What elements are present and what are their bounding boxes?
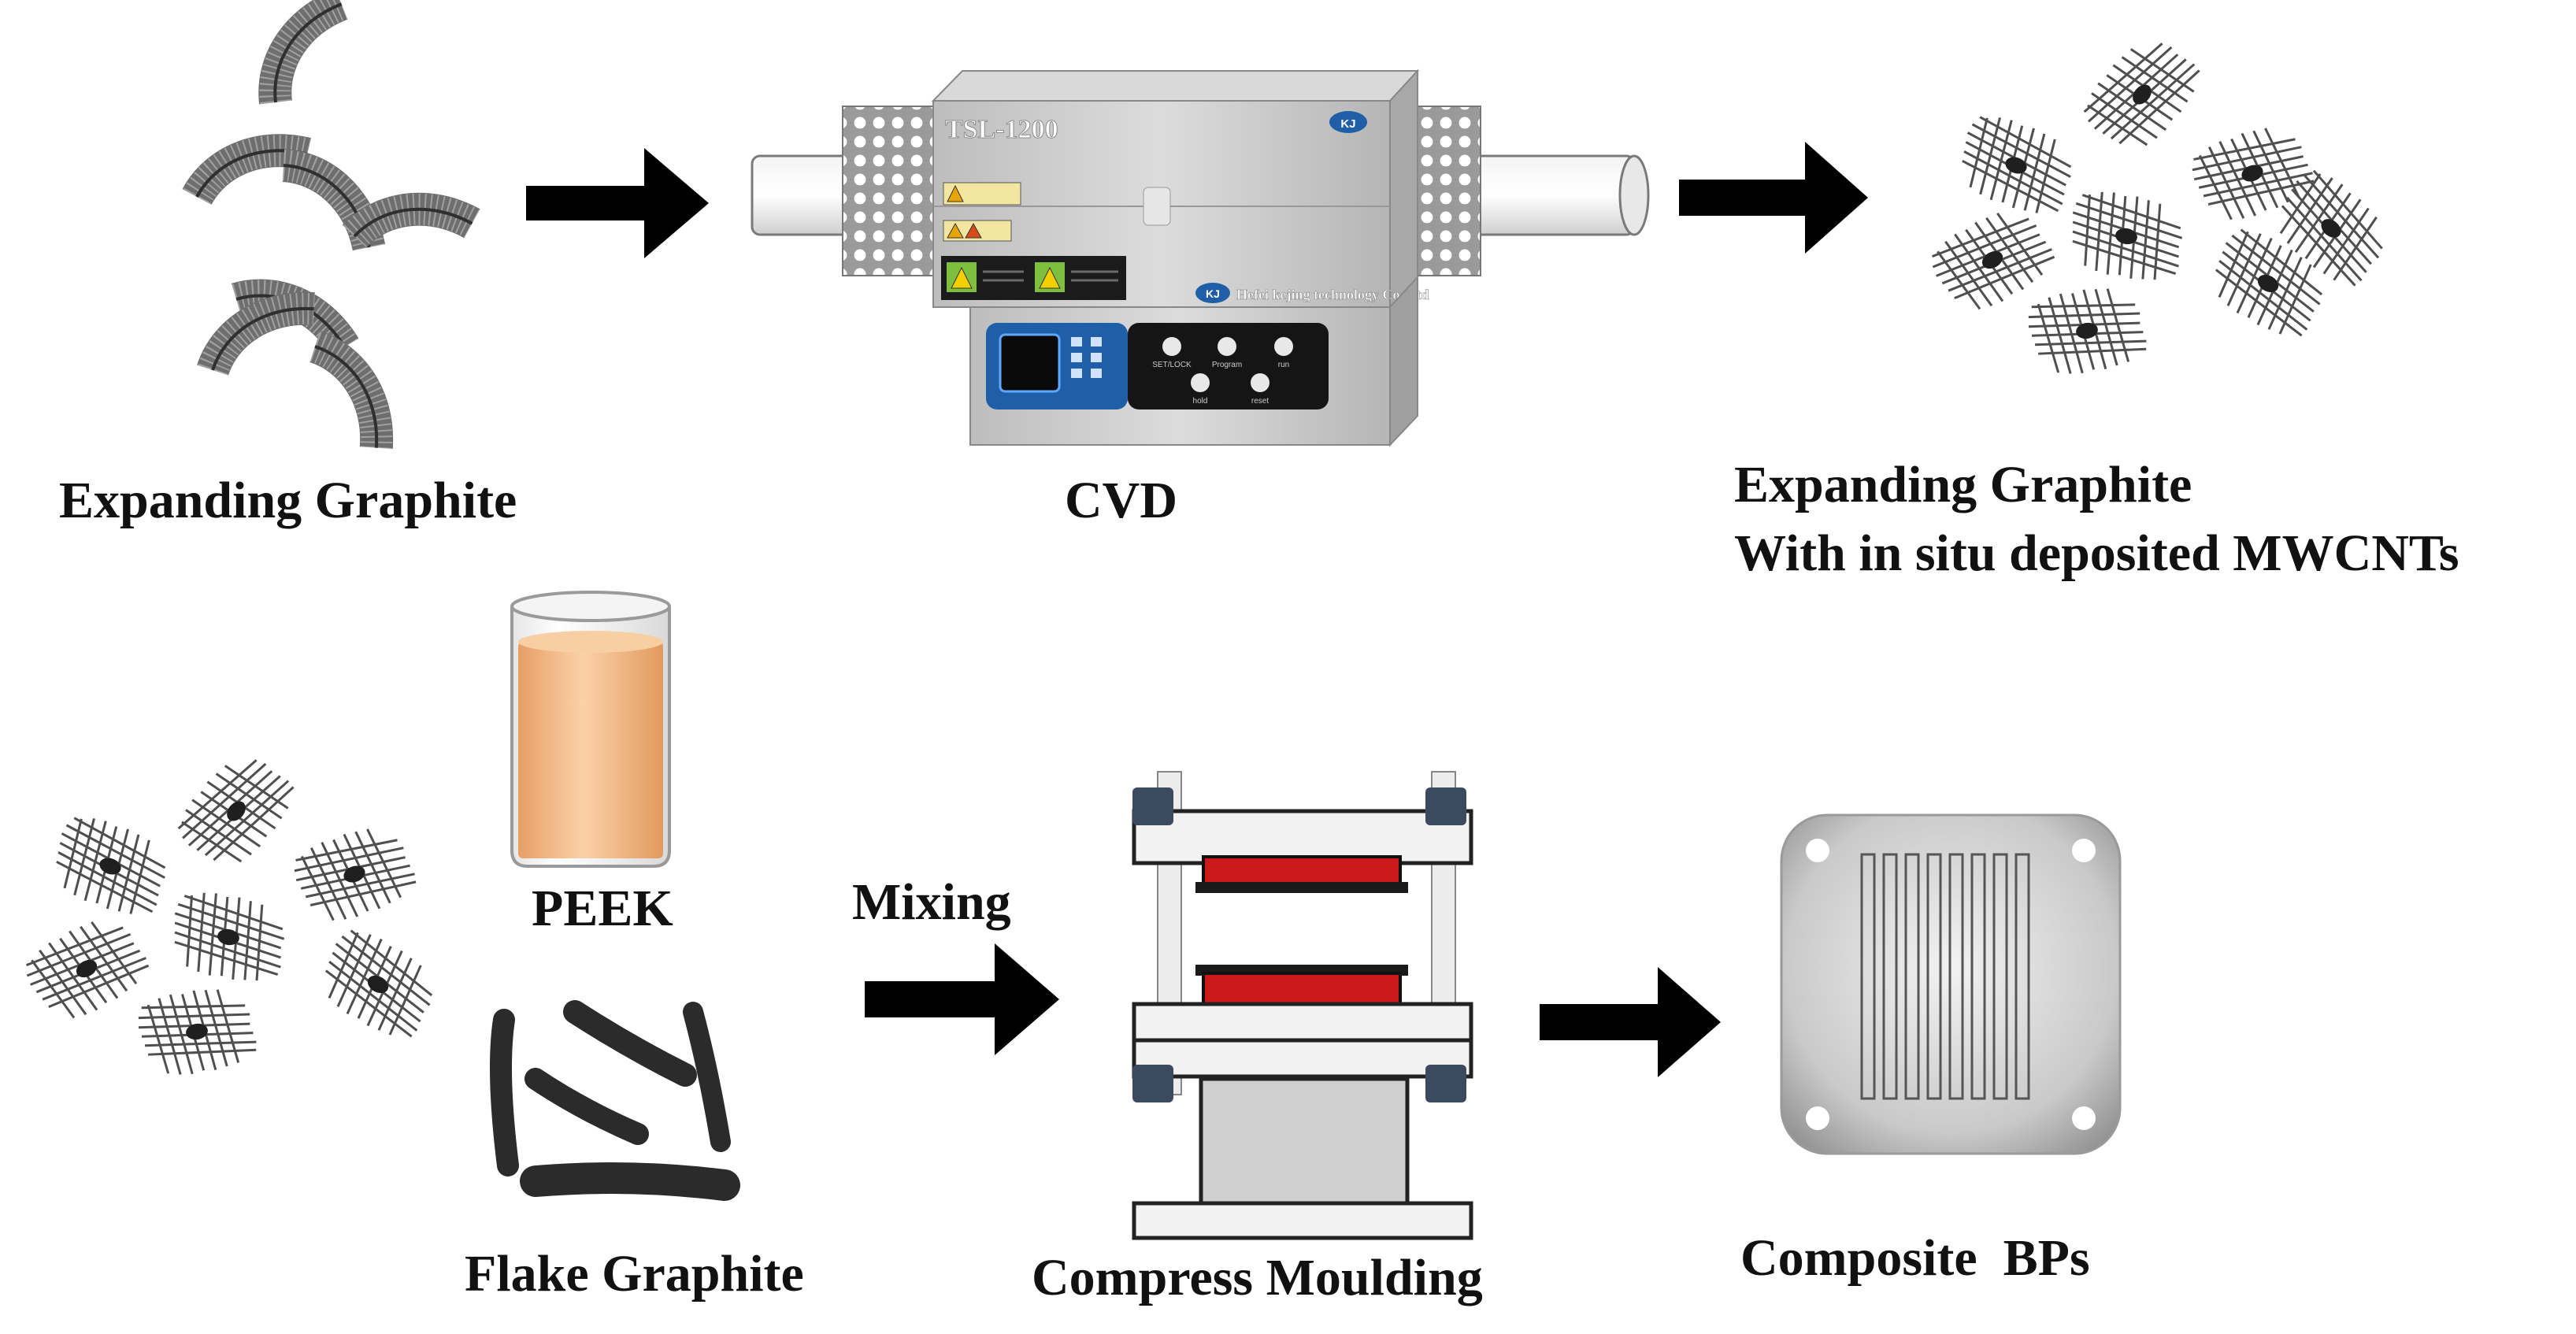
label-eg-mwcnt-line1: Expanding Graphite xyxy=(1734,456,2192,513)
cvd-furnace: TSL-1200 KJ KJ Hefei kejing technology C… xyxy=(751,69,1650,447)
arrow-mixing xyxy=(865,943,1059,1055)
compress-moulding-press xyxy=(1132,771,1473,1240)
label-cvd: CVD xyxy=(1065,472,1177,529)
eg-mwcnt-illustration xyxy=(1922,23,2403,383)
peek-beaker xyxy=(510,591,671,868)
controller-button-2-label: Program xyxy=(1212,361,1242,369)
brand-badge-bottom: KJ xyxy=(1206,287,1220,300)
expanding-graphite-illustration xyxy=(190,0,472,448)
controller-button-1-label: SET/LOCK xyxy=(1152,361,1192,369)
label-expanding-graphite: Expanding Graphite xyxy=(59,472,517,529)
brand-badge-top: KJ xyxy=(1340,117,1355,131)
composite-bp-plate xyxy=(1780,813,2122,1155)
eg-mwcnt-bottom-illustration xyxy=(16,739,449,1084)
label-flake-graphite: Flake Graphite xyxy=(465,1245,804,1303)
controller-button-5-label: reset xyxy=(1251,397,1269,406)
label-peek: PEEK xyxy=(532,880,673,937)
controller-button-3-label: run xyxy=(1278,361,1289,369)
label-eg-mwcnt-line2: With in situ deposited MWCNTs xyxy=(1734,524,2459,582)
arrow-to-composite-bps xyxy=(1540,967,1721,1077)
label-composite-bps: Composite BPs xyxy=(1740,1229,2090,1287)
company-name: Hefei kejing technology Co.,Ltd xyxy=(1236,287,1429,302)
arrow-eg-to-cvd xyxy=(526,148,709,258)
label-mixing: Mixing xyxy=(852,873,1011,931)
flake-graphite-illustration xyxy=(490,1000,740,1201)
furnace-model-text: TSL-1200 xyxy=(945,115,1058,144)
arrow-cvd-to-eg-mwcnt xyxy=(1679,142,1868,254)
label-compress-moulding: Compress Moulding xyxy=(1032,1249,1483,1306)
controller-button-4-label: hold xyxy=(1193,397,1208,406)
